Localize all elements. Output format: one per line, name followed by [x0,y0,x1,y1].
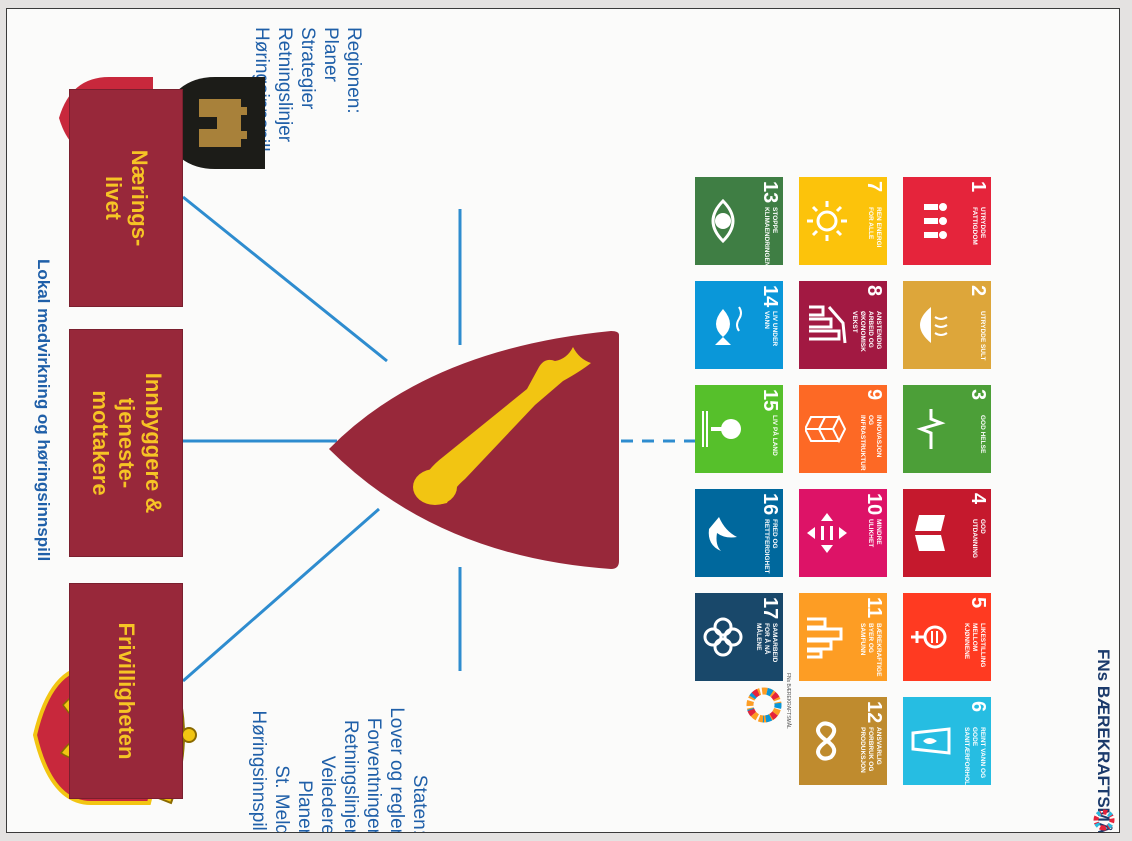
sdg-goal-label: FRED OG RETTFERDIGHET [763,519,778,574]
state-text: Staten: Lover og regler Forventninger Re… [248,707,430,833]
sdg-goal-number: 15 [759,389,781,412]
sdg-goal-number: 6 [967,701,989,713]
sdg-goal-label: SAMARBEID FOR Å NÅ MÅLENE [755,623,778,663]
sdg-goal-number: 7 [863,181,885,193]
sdg-goal-label: LIV UNDER VANN [763,311,778,347]
sdg-goal-number: 12 [863,701,885,724]
sdg-goal-number: 16 [759,493,781,516]
bowl-icon [920,307,948,343]
people-icon [924,203,947,239]
municipality-shield-icon [329,331,619,569]
sdg-small-caption: FNs BÆREKRAFTSMÅL [785,673,791,729]
sdg-goal-label: UTRYDDE FATTIGDOM [971,207,986,245]
sdg-goal-number: 1 [967,181,989,193]
sdg-goal-label: GOD HELSE [979,415,986,454]
sdg-title: FNs BÆREKRAFTSMÅL [1094,649,1113,833]
sdg-goal-label: LIV PÅ LAND [771,415,778,456]
sdg-small-wheel-icon [746,687,782,723]
sdg-goal-label: BÆREKRAFTIGE BYER OG SAMFUNN [859,623,882,677]
business-box: Nærings- livet [69,89,183,307]
sdg-goal-number: 10 [863,493,885,516]
sdg-goal-number: 14 [759,285,781,308]
infinity-icon [816,721,837,761]
sdg-goal-label: REINT VANN OG GODE SANITÆRFORHOLD [963,727,986,785]
cubes-icon [805,414,847,444]
sdg-goal-number: 17 [759,597,781,620]
sdg-goal-label: GOD UTDANNING [971,519,986,558]
book-icon [915,515,945,551]
sdg-goal-number: 5 [967,597,989,609]
sdg-goal-label: ANSVARLIG FORBRUK OG PRODUKSJON [859,727,882,773]
fish-icon [715,306,742,345]
sun-icon [807,201,847,241]
residents-box: Innbyggere & tjeneste- mottakere [69,329,183,557]
sdg-goal-label: MINDRE ULIKHET [867,519,882,548]
sdg-goal-label: ANSTENDIG ARBEID OG ØKONOMISK VEKST [851,311,882,352]
sdg-goal-number: 3 [967,389,989,401]
sdg-goal-number: 2 [967,285,989,297]
growth-icon [809,305,847,344]
connector-lines [182,195,767,683]
county-arms-tower-icon [159,77,265,169]
sdg-goal-number: 4 [967,493,989,505]
sdg-goal-number: 8 [863,285,885,297]
sdg-wheel-icon [1093,809,1115,831]
sdg-goal-label: REN ENERGI FOR ALLE [867,207,882,248]
eye-globe-icon [711,199,735,243]
connector-to-volunteer [182,507,380,683]
sdg-goal-label: STOPPE KLIMAENDRINGENE [763,207,778,265]
city-icon [807,617,843,659]
gender-icon [911,625,947,649]
rings-icon [703,617,743,657]
sdg-goal-label: INNOVASJON OG INFRASTRUKTUR [859,415,882,471]
local-participation-caption: Lokal medvirkning og høringsinnspill [34,259,53,562]
water-icon [911,727,951,755]
dove-icon [708,517,737,551]
tree-icon [702,411,741,447]
volunteer-box: Frivilligheten [69,583,183,799]
equality-icon [807,513,847,553]
sdg-goal-number: 13 [759,181,781,204]
connector-to-business [182,195,388,363]
sdg-goal-label: UTRYDDE SULT [979,311,986,361]
heartbeat-icon [916,409,946,449]
sdg-goal-number: 9 [863,389,885,401]
sdg-goal-number: 11 [863,597,885,619]
sdg-goal-label: LIKESTILLING MELLOM KJØNNENE [963,623,986,668]
